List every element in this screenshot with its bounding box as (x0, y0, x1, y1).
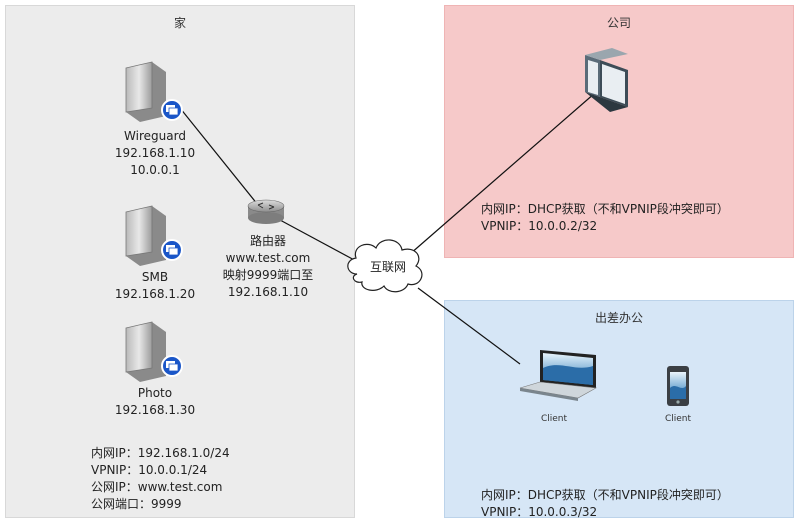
internet-cloud-icon (347, 239, 423, 293)
company-info-line: 内网IP：DHCP获取（不和VPNIP段冲突即可） (481, 202, 729, 216)
server-name: Wireguard (124, 129, 186, 143)
travel-region: 出差办公 (444, 300, 794, 518)
laptop-icon (519, 350, 597, 401)
link-internet-company (409, 92, 596, 255)
travel-title: 出差办公 (594, 311, 643, 325)
server-icon-photo (125, 321, 183, 382)
server-ip: 192.168.1.20 (114, 287, 196, 301)
router-icon (247, 199, 285, 224)
server-name: Photo (137, 386, 173, 400)
company-info-line: VPNIP：10.0.0.2/32 (481, 219, 598, 233)
home-info-line: 内网IP：192.168.1.0/24 (91, 446, 230, 460)
travel-info-line: VPNIP：10.0.0.3/32 (481, 505, 598, 519)
home-info-line: 公网IP：www.test.com (91, 480, 223, 494)
travel-info-line: 内网IP：DHCP获取（不和VPNIP段冲突即可） (481, 488, 729, 502)
home-info-line: 公网端口：9999 (91, 497, 182, 511)
company-info: 内网IP：DHCP获取（不和VPNIP段冲突即可） VPNIP：10.0.0.2… (481, 201, 729, 235)
server-ip2: 10.0.0.1 (130, 163, 180, 177)
server-icon-smb (125, 205, 183, 266)
router-label: 路由器 www.test.com 映射9999端口至 192.168.1.10 (198, 233, 338, 301)
monitor-icon (585, 48, 628, 112)
home-region: 家 (5, 5, 355, 518)
home-info-line: VPNIP：10.0.0.1/24 (91, 463, 208, 477)
company-title: 公司 (606, 16, 631, 30)
server-name: SMB (141, 270, 169, 284)
phone-client-label: Client (664, 414, 692, 424)
photo-label: Photo 192.168.1.30 (85, 385, 225, 419)
router-domain: www.test.com (225, 251, 311, 265)
router-name: 路由器 (249, 234, 286, 248)
router-target: 192.168.1.10 (227, 285, 309, 299)
travel-info: 内网IP：DHCP获取（不和VPNIP段冲突即可） VPNIP：10.0.0.3… (481, 487, 729, 521)
phone-icon (667, 366, 689, 406)
server-icon-wireguard (125, 61, 183, 122)
link-wireguard-router (179, 107, 259, 206)
smb-label: SMB 192.168.1.20 (85, 269, 225, 303)
router-mapping: 映射9999端口至 (222, 268, 314, 282)
laptop-client-label: Client (540, 414, 568, 424)
home-title: 家 (173, 16, 186, 30)
home-info: 内网IP：192.168.1.0/24 VPNIP：10.0.0.1/24 公网… (91, 445, 230, 513)
server-ip: 192.168.1.30 (114, 403, 196, 417)
link-internet-laptop (417, 287, 521, 365)
wireguard-label: Wireguard 192.168.1.10 10.0.0.1 (85, 128, 225, 179)
company-region: 公司 (444, 5, 794, 258)
link-router-internet (279, 219, 359, 263)
server-ip: 192.168.1.10 (114, 146, 196, 160)
internet-label: 互联网 (369, 260, 406, 274)
